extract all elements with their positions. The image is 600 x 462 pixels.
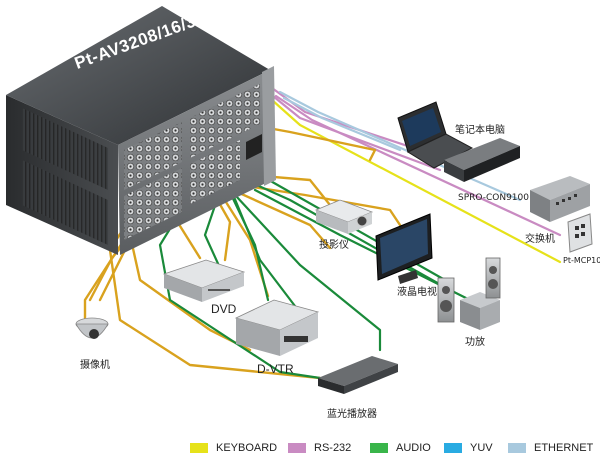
bluray-player-device [318, 356, 398, 394]
legend-swatch-keyboard [190, 443, 208, 453]
legend-label-keyboard: KEYBOARD [216, 442, 278, 454]
legend-item-audio: AUDIO [370, 440, 431, 456]
spro-con9100-device [444, 138, 520, 182]
lcd-tv-label: 液晶电视 [397, 287, 437, 298]
lcd-tv-device [375, 213, 433, 284]
legend-item-ethernet: ETHERNET [508, 440, 593, 456]
legend-item-keyboard: KEYBOARD [190, 440, 277, 456]
projector-device [314, 199, 374, 234]
legend-item-yuv: YUV [444, 440, 493, 456]
bnc-connector-block-2 [190, 84, 260, 158]
dvtr-label: D-VTR [257, 362, 294, 376]
legend-swatch-audio [370, 443, 388, 453]
keyboard-cables [270, 98, 562, 264]
rack-vent-upper [22, 108, 108, 190]
camera-label: 摄像机 [80, 360, 110, 371]
bnc-connector-block-4 [190, 140, 240, 204]
rs232-cables [266, 86, 562, 237]
bnc-connector-block-3 [124, 168, 182, 240]
camera-device [75, 317, 109, 339]
legend-label-ethernet: ETHERNET [534, 442, 594, 454]
bluray-label: 蓝光播放器 [327, 409, 377, 420]
legend-label-rs232: RS-232 [314, 442, 352, 454]
rack-mount-rail [262, 66, 276, 186]
amplifier-label: 功放 [465, 337, 485, 348]
rack-vent-lower [22, 160, 108, 245]
rack-top [6, 6, 270, 145]
legend-swatch-yuv [444, 443, 462, 453]
dvd-label: DVD [211, 302, 237, 316]
spro-label: SPRO-CON9100 [458, 193, 529, 203]
legend-label-audio: AUDIO [396, 442, 431, 454]
switch-label: 交换机 [525, 234, 555, 245]
laptop-device [397, 101, 474, 169]
legend-swatch-ethernet [508, 443, 526, 453]
legend-item-rs232: RS-232 [288, 440, 351, 456]
projector-label: 投影仪 [319, 240, 349, 251]
amplifier-device [437, 257, 501, 330]
bnc-connector-block-1 [124, 122, 182, 190]
matrix-switcher-rack [6, 6, 276, 255]
dvtr-device [234, 299, 320, 356]
power-socket [246, 134, 262, 160]
dvd-player-device [162, 259, 246, 302]
mcp100-panel-device [567, 213, 593, 253]
network-switch-device [530, 176, 590, 222]
legend-swatch-rs232 [288, 443, 306, 453]
mcp-label: Pt-MCP100 [563, 256, 600, 265]
laptop-label: 笔记本电脑 [455, 125, 505, 136]
cable-legend: KEYBOARD RS-232 AUDIO YUV ETHERNET [190, 440, 600, 456]
legend-label-yuv: YUV [470, 442, 493, 454]
